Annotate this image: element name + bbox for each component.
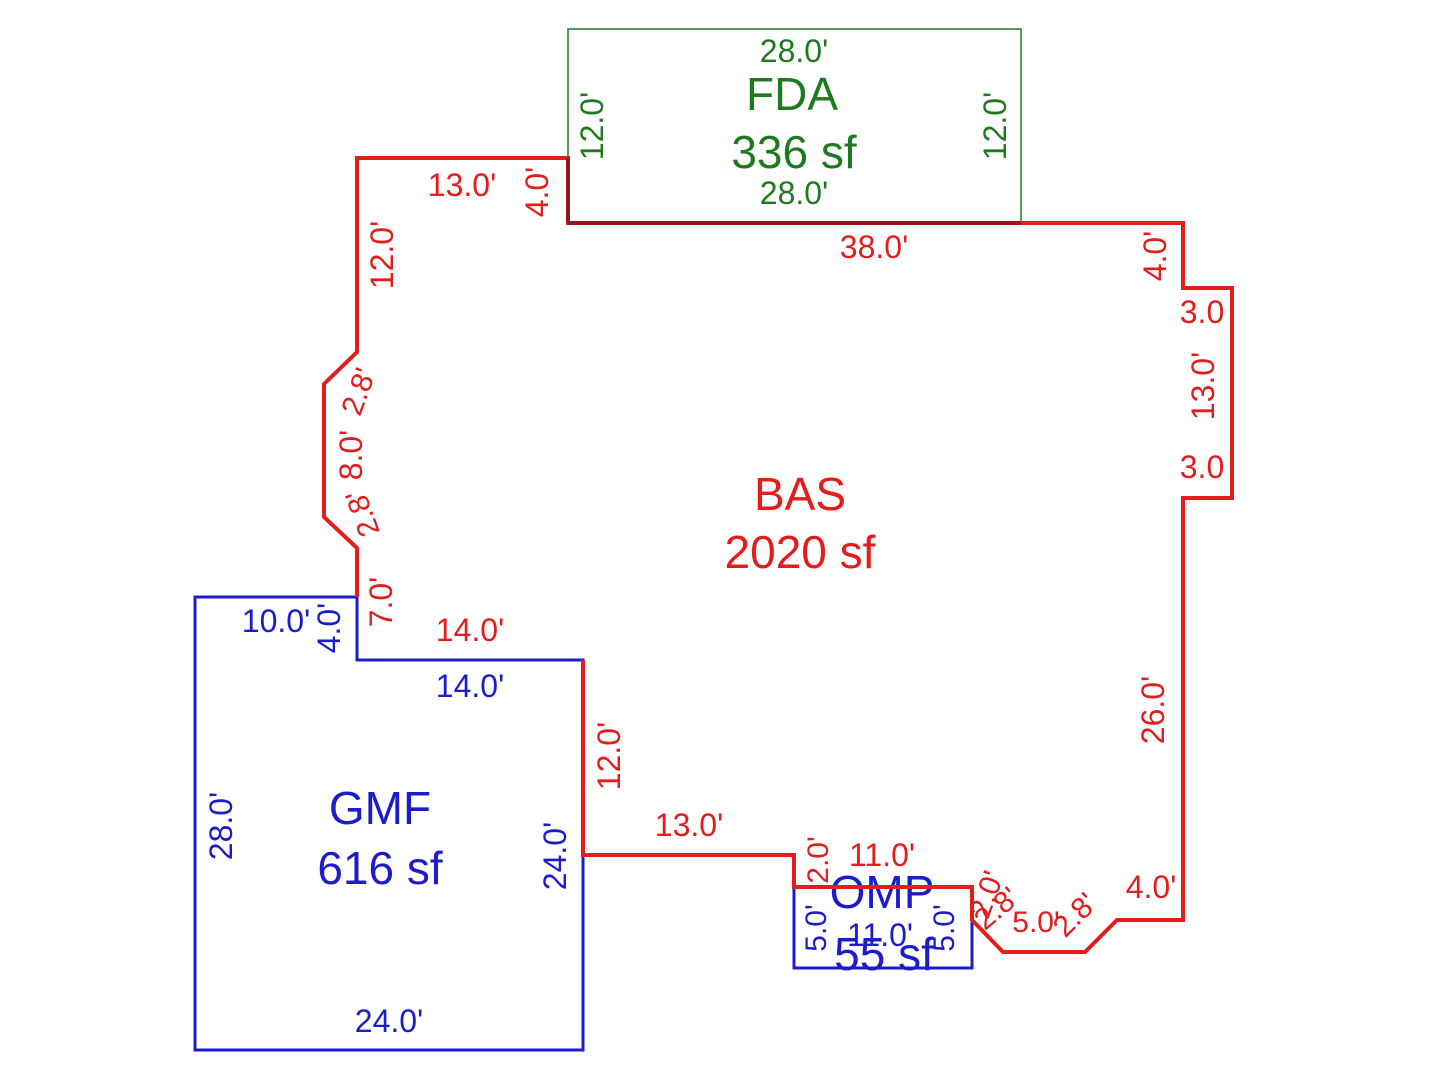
bas-left-lower-dim: 7.0' bbox=[363, 577, 399, 628]
bas-left-mid-dim: 8.0' bbox=[333, 430, 369, 481]
bas-bottom-right-dim: 4.0' bbox=[1126, 869, 1177, 905]
bas-top-dim: 38.0' bbox=[840, 229, 908, 265]
bas-top-left-dim: 13.0' bbox=[428, 167, 496, 203]
bas-right-lower-dim: 26.0' bbox=[1135, 676, 1171, 744]
bas-bottom-mid-dim: 13.0' bbox=[655, 807, 723, 843]
omp-left-dim: 5.0' bbox=[800, 904, 833, 951]
bas-outline bbox=[322, 156, 1234, 954]
fda-code: FDA bbox=[746, 68, 838, 120]
fda-top-dim: 28.0' bbox=[760, 33, 828, 69]
gmf-section: GMF 616 sf 10.0' 4.0' 14.0' 28.0' 24.0' … bbox=[193, 595, 585, 1052]
bas-left-upper-dim: 12.0' bbox=[364, 221, 400, 289]
omp-right-dim: 5.0' bbox=[928, 904, 961, 951]
fda-right-dim: 12.0' bbox=[977, 92, 1013, 160]
bas-code: BAS bbox=[754, 468, 846, 520]
bas-area: 2020 sf bbox=[725, 526, 876, 578]
bas-diag-upper-dim: 2.8' bbox=[335, 364, 382, 420]
gmf-bottom-dim: 24.0' bbox=[355, 1003, 423, 1039]
fda-area: 336 sf bbox=[731, 126, 857, 178]
bas-bump-top-dim: 3.0 bbox=[1180, 294, 1224, 330]
bas-diag-lower-dim: 2.8' bbox=[339, 485, 386, 541]
fda-left-dim: 12.0' bbox=[574, 92, 610, 160]
gmf-top-left-dim: 10.0' bbox=[242, 603, 310, 639]
fda-bottom-dim: 28.0' bbox=[760, 175, 828, 211]
gmf-notch-dim: 4.0' bbox=[311, 603, 347, 654]
fda-section: 28.0' FDA 336 sf 28.0' 12.0' 12.0' bbox=[567, 28, 1022, 224]
bas-bottom-seg-dim: 5.0' bbox=[1012, 906, 1059, 939]
gmf-left-dim: 28.0' bbox=[203, 792, 239, 860]
omp-bottom-dim: 11.0' bbox=[847, 917, 913, 953]
omp-area: 55 sf bbox=[834, 928, 934, 980]
omp-section: OMP 55 sf 11.0' 5.0' 5.0' bbox=[792, 866, 974, 980]
bas-right-upper-dim: 4.0' bbox=[1137, 231, 1173, 282]
bas-garage-top-dim: 14.0' bbox=[436, 612, 504, 648]
gmf-code: GMF bbox=[329, 782, 431, 834]
bas-omp-top-dim: 11.0' bbox=[849, 837, 915, 873]
gmf-top-right-dim: 14.0' bbox=[436, 668, 504, 704]
gmf-right-dim: 24.0' bbox=[537, 822, 573, 890]
gmf-area: 616 sf bbox=[317, 842, 443, 894]
bas-garage-right-dim: 12.0' bbox=[591, 722, 627, 790]
bas-bump-side-dim: 13.0' bbox=[1185, 352, 1221, 420]
bas-bump-bottom-dim: 3.0 bbox=[1180, 449, 1224, 485]
omp-code: OMP bbox=[830, 866, 935, 918]
bas-notch-dim: 4.0' bbox=[519, 167, 555, 218]
bas-omp-left-dim: 2.0' bbox=[802, 836, 835, 883]
bas-section: BAS 2020 sf 13.0' 4.0' 38.0' 12.0' 2.8' … bbox=[322, 156, 1234, 954]
